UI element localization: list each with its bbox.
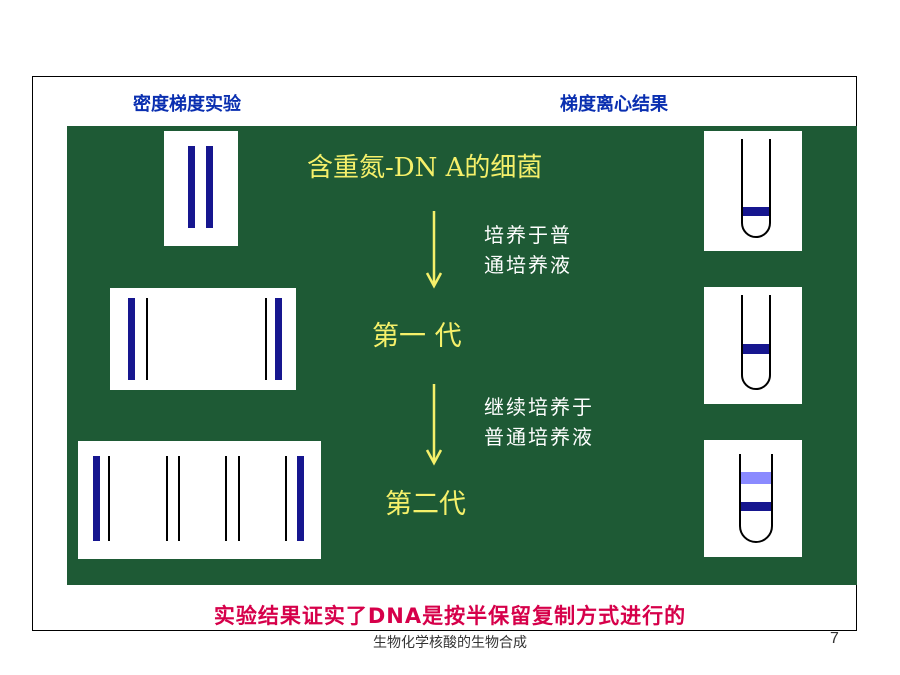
right-header: 梯度离心结果 <box>560 94 668 115</box>
heavy-strand <box>188 146 195 228</box>
light-strand <box>238 456 240 541</box>
light-strand <box>225 456 227 541</box>
generation-2-label: 第二代 <box>385 489 466 520</box>
left-header: 密度梯度实验 <box>133 94 241 115</box>
tube-generation-2-result <box>704 440 802 557</box>
arrow-down-icon <box>425 384 443 466</box>
tube-parent-result <box>704 131 802 251</box>
light-strand <box>108 456 110 541</box>
heavy-strand <box>128 298 135 380</box>
light-strand <box>265 298 267 380</box>
heavy-strand <box>275 298 282 380</box>
step2-line1: 继续培养于 <box>484 395 594 419</box>
light-strand <box>285 456 287 541</box>
step1-line2: 通培养液 <box>484 253 572 277</box>
light-strand <box>146 298 148 380</box>
parent-label: 含重氮-DN A的细菌 <box>307 153 543 183</box>
footer-text: 生物化学核酸的生物合成 <box>373 635 527 651</box>
generation-2-dna-diagram <box>78 441 321 559</box>
centrifuge-tube-icon <box>741 139 771 238</box>
light-strand <box>166 456 168 541</box>
step1-line1: 培养于普 <box>484 223 572 247</box>
page-number: 7 <box>830 630 839 647</box>
heavy-strand <box>206 146 213 228</box>
heavy-strand <box>297 456 304 541</box>
green-panel: 含重氮-DN A的细菌 培养于普 通培养液 第一 代 继续培养于 普通培养液 第… <box>67 126 857 585</box>
parent-dna-diagram <box>164 131 238 246</box>
light-strand <box>178 456 180 541</box>
step2-line2: 普通培养液 <box>484 425 594 449</box>
conclusion-text: 实验结果证实了DNA是按半保留复制方式进行的 <box>213 604 687 628</box>
heavy-strand <box>93 456 100 541</box>
tube-generation-1-result <box>704 287 802 404</box>
centrifuge-tube-icon <box>741 295 771 390</box>
generation-1-dna-diagram <box>110 288 296 390</box>
generation-1-label: 第一 代 <box>372 321 462 352</box>
arrow-down-icon <box>425 211 443 289</box>
centrifuge-tube-icon <box>739 454 773 543</box>
